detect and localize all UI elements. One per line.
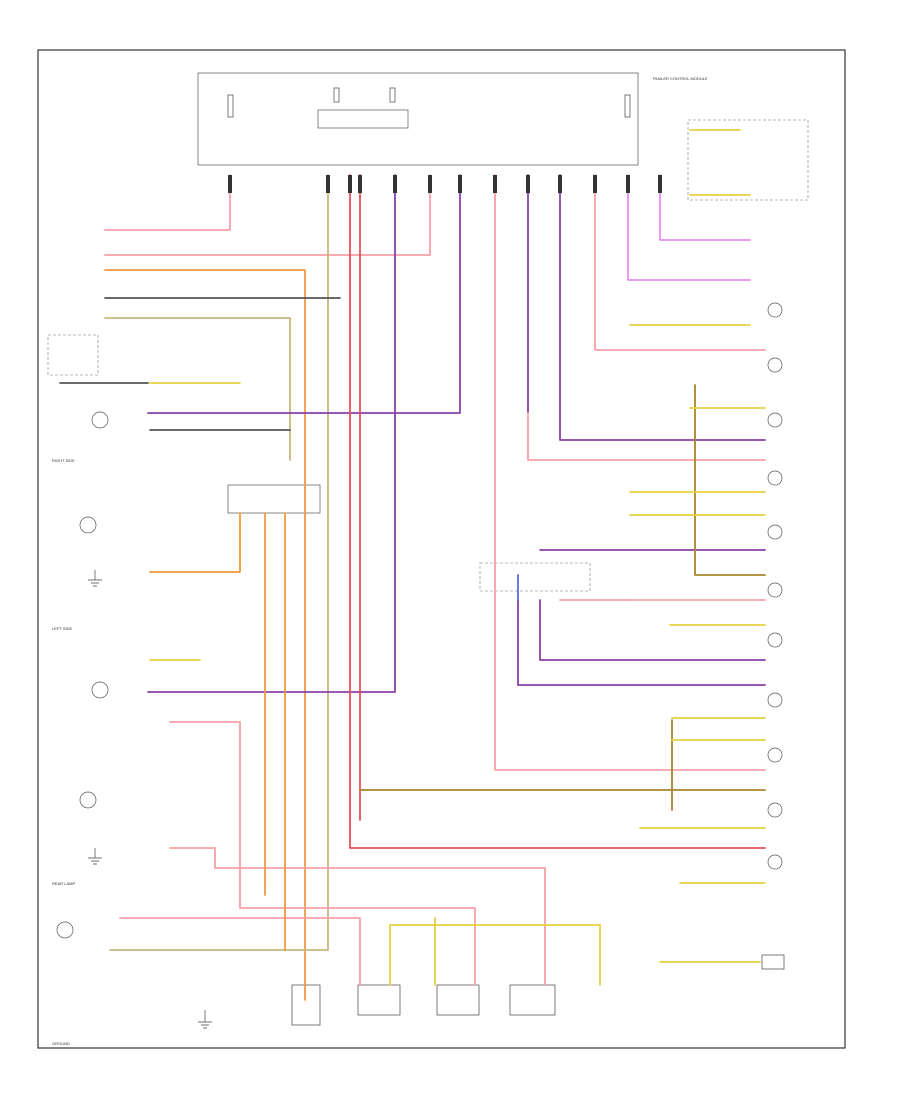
lamp-right-6 [767,582,783,598]
pin-6 [428,175,432,193]
lamp-housing-1 [357,984,401,1016]
lamp-box-small [761,954,785,970]
ground-bottom [198,1010,212,1029]
wire-pink-4 [594,174,766,351]
wire-purple-1 [147,174,396,693]
pin-11 [593,175,597,193]
left-control-box [47,334,99,376]
rear-lamp-label: REAR LAMP [52,881,75,886]
fuse-2 [333,87,340,103]
ground-left-2 [88,848,102,865]
fuse-1 [227,94,234,118]
fuse-group [227,87,631,118]
wire-red-1 [349,174,766,849]
lamp-column-left [56,411,109,939]
lamp-left-1 [91,411,109,429]
wire-pink-2 [104,174,431,256]
wire-yellow-1 [389,924,601,986]
pin-13 [658,175,662,193]
lamp-right-9 [767,747,783,763]
wire-orange-1 [104,269,306,1001]
lamp-right-1 [767,302,783,318]
lamp-right-10 [767,802,783,818]
lamp-right-5 [767,524,783,540]
lamp-right-11 [767,854,783,870]
trailer-module-box [687,119,809,201]
fuse-4 [624,94,631,118]
fuse-block [197,72,639,166]
wire-tan-1 [104,317,291,461]
ground-left-1 [88,570,102,587]
wire-tan-2 [109,174,329,951]
pin-8 [493,175,497,193]
wire-pink-5 [527,412,766,461]
pin-1 [228,175,232,193]
wire-layer [59,129,766,1001]
lamp-right-2 [767,357,783,373]
lamp-right-7 [767,632,783,648]
pin-12 [626,175,630,193]
wire-violet-2 [659,174,751,241]
lamp-right-3 [767,412,783,428]
pin-7 [458,175,462,193]
diagram-frame [37,49,846,1049]
ground-label: GROUND [52,1041,70,1046]
wire-pink-3 [494,174,766,771]
lamp-left-3 [91,681,109,699]
lamp-left-4 [79,791,97,809]
lamp-column-right [767,302,783,870]
pin-4 [358,175,362,193]
connector-pins-top [228,175,662,193]
wire-pink-9 [119,917,361,986]
wire-pink-1 [104,174,231,231]
junction-block-right [479,562,591,592]
left-side-label: LEFT SIDE [52,626,72,631]
lamp-left-5 [56,921,74,939]
pin-5 [393,175,397,193]
wire-violet-1 [627,174,751,281]
bottom-components [291,954,785,1026]
wire-purple-2 [147,174,461,414]
wire-purple-6 [539,599,766,661]
ground-symbols [88,570,212,1029]
wire-pink-7 [169,721,476,986]
junction-block-left [227,484,321,514]
fuse-3 [389,87,396,103]
lamp-housing-3 [509,984,556,1016]
wire-orange-2 [149,512,241,573]
right-side-label: RIGHT SIDE [52,458,75,463]
lamp-right-8 [767,692,783,708]
lamp-left-2 [79,516,97,534]
pin-9 [526,175,530,193]
lamp-right-4 [767,470,783,486]
lamp-housing-2 [436,984,480,1016]
wire-pink-8 [169,847,546,986]
switch-assembly [291,984,321,1026]
relay-box [317,109,409,129]
trailer-module-label: TRAILER CONTROL MODULE [652,76,708,81]
pin-2 [326,175,330,193]
wire-purple-7 [517,599,766,686]
wire-purple-4 [559,174,766,441]
pin-3 [348,175,352,193]
pin-10 [558,175,562,193]
wire-olive-2 [694,384,766,576]
